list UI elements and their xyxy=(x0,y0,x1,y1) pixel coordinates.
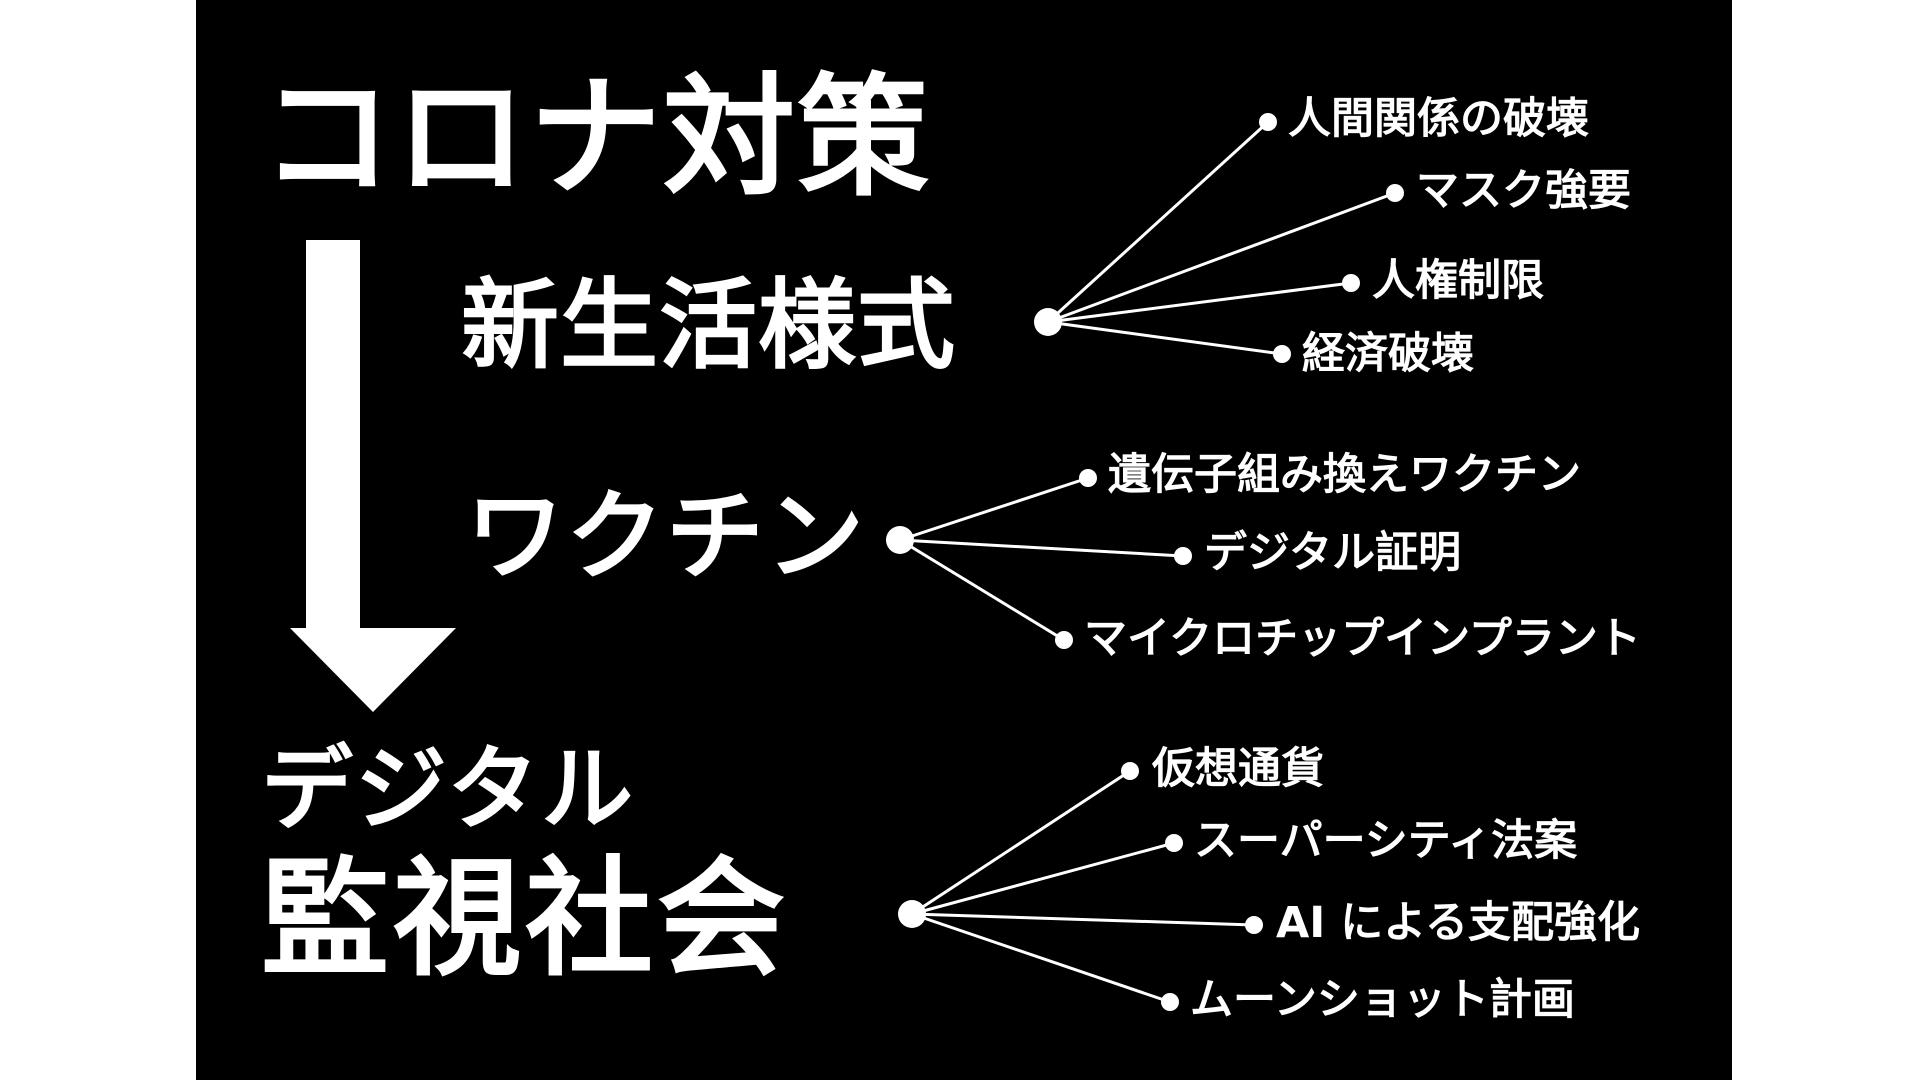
branch-node xyxy=(1245,916,1263,934)
title-new-lifestyle: 新生活様式 xyxy=(461,269,957,383)
branch-node xyxy=(1386,184,1404,202)
branch-label: AI による支配強化 xyxy=(1276,898,1640,948)
branch-label: 経済破壊 xyxy=(1302,329,1474,379)
branch-node xyxy=(1079,469,1097,487)
branch-node xyxy=(1161,993,1179,1011)
branch-label: スーパーシティ法案 xyxy=(1194,816,1578,866)
branch-node xyxy=(1259,113,1277,131)
connectors-surveillance xyxy=(911,769,1255,1004)
hub-node-vaccine xyxy=(886,526,914,554)
branch-label: 仮想通貨 xyxy=(1152,744,1324,794)
branch-label: ムーンショット計画 xyxy=(1190,975,1575,1025)
branch-node xyxy=(1273,345,1291,363)
hub-node-surveillance xyxy=(898,900,926,928)
diagram-panel: コロナ対策 新生活様式 ワクチン デジタル 監視社会 人間関係の破壊 マスク強要… xyxy=(196,0,1732,1080)
branch-node xyxy=(1055,631,1073,649)
branch-node xyxy=(1165,834,1183,852)
branch-label: マスク強要 xyxy=(1416,166,1631,216)
title-vaccine: ワクチン xyxy=(466,480,867,594)
down-arrow-icon xyxy=(290,240,456,712)
connectors-new-lifestyle xyxy=(1046,120,1396,356)
branch-label: マイクロチップインプラント xyxy=(1084,614,1641,664)
title-surveillance-society: 監視社会 xyxy=(261,845,790,994)
title-digital: デジタル xyxy=(261,736,636,843)
branch-label: 人間関係の破壊 xyxy=(1288,94,1589,144)
branch-label: 遺伝子組み換えワクチン xyxy=(1108,450,1581,500)
connector-layer xyxy=(290,113,1404,1011)
branch-node xyxy=(1174,547,1192,565)
connectors-vaccine xyxy=(899,476,1184,642)
title-corona-measures: コロナ対策 xyxy=(261,61,931,215)
branch-node xyxy=(1121,762,1139,780)
branch-label: デジタル証明 xyxy=(1204,528,1462,578)
branch-node xyxy=(1342,274,1360,292)
branch-label: 人権制限 xyxy=(1372,256,1544,306)
hub-node-new-lifestyle xyxy=(1034,308,1062,336)
